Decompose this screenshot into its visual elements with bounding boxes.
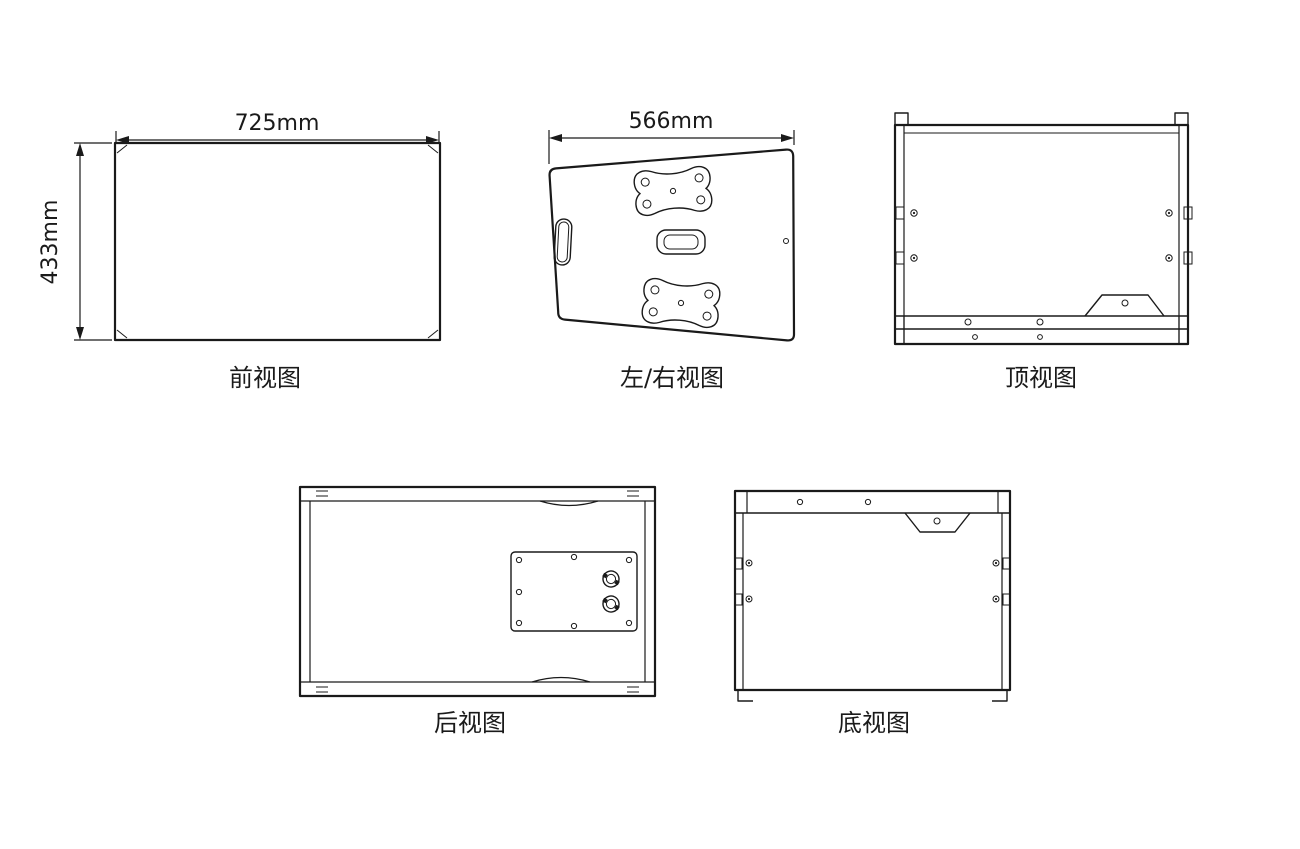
rear-view-outline: [298, 485, 657, 698]
rigging-plate-top: [633, 166, 713, 216]
speakon-connector-2: [602, 595, 620, 613]
rear-view-label: 后视图: [434, 709, 506, 737]
foot-right: [992, 690, 1008, 702]
side-view-label: 左/右视图: [620, 364, 724, 392]
foot-left: [737, 690, 753, 702]
bottom-view-front-rail: [735, 491, 1010, 533]
dim-arrow-left: [549, 134, 562, 142]
rear-corner-slots: [316, 490, 639, 693]
top-view-label: 顶视图: [1005, 364, 1077, 392]
rear-view: 后视图: [298, 485, 657, 737]
dim-arrow-down: [76, 327, 84, 340]
rail-bracket: [1084, 294, 1165, 317]
side-depth-dimension: 566mm: [548, 109, 795, 164]
top-view-front-rail: [895, 294, 1188, 344]
front-height-dimension: 433mm: [38, 142, 112, 341]
side-handle-slot: [553, 218, 573, 266]
top-view-latches: [895, 206, 1193, 265]
speakon-connector-1: [602, 570, 620, 588]
front-height-value: 433mm: [38, 200, 63, 285]
rigging-tab-left: [894, 112, 909, 125]
front-corner-chamfers: [116, 144, 439, 339]
side-view: 566mm: [548, 109, 796, 392]
top-view-outline: [893, 123, 1190, 346]
rear-bottom-handle-recess: [531, 676, 591, 683]
dim-arrow-right: [781, 134, 794, 142]
front-view-outline: [113, 141, 442, 342]
bottom-view-label: 底视图: [838, 709, 910, 737]
bottom-view: 底视图: [733, 489, 1012, 737]
front-width-value: 725mm: [235, 111, 320, 136]
bottom-view-outline: [733, 489, 1012, 692]
rigging-plate-bottom: [641, 278, 721, 328]
rigging-tab-right: [1174, 112, 1189, 125]
side-depth-value: 566mm: [629, 109, 714, 134]
front-width-dimension: 725mm: [115, 111, 440, 144]
side-view-outline: [548, 148, 796, 342]
dim-arrow-up: [76, 143, 84, 156]
side-center-handle: [656, 229, 706, 255]
front-view: 725mm 433mm 前视图: [38, 111, 442, 392]
side-pin-hole: [783, 238, 789, 244]
top-view: 顶视图: [893, 112, 1193, 392]
bottom-view-latches: [734, 557, 1011, 606]
front-view-label: 前视图: [229, 364, 301, 392]
rail-bracket: [904, 512, 971, 533]
rear-top-handle-recess: [539, 500, 599, 507]
rear-connector-panel: [510, 551, 638, 632]
